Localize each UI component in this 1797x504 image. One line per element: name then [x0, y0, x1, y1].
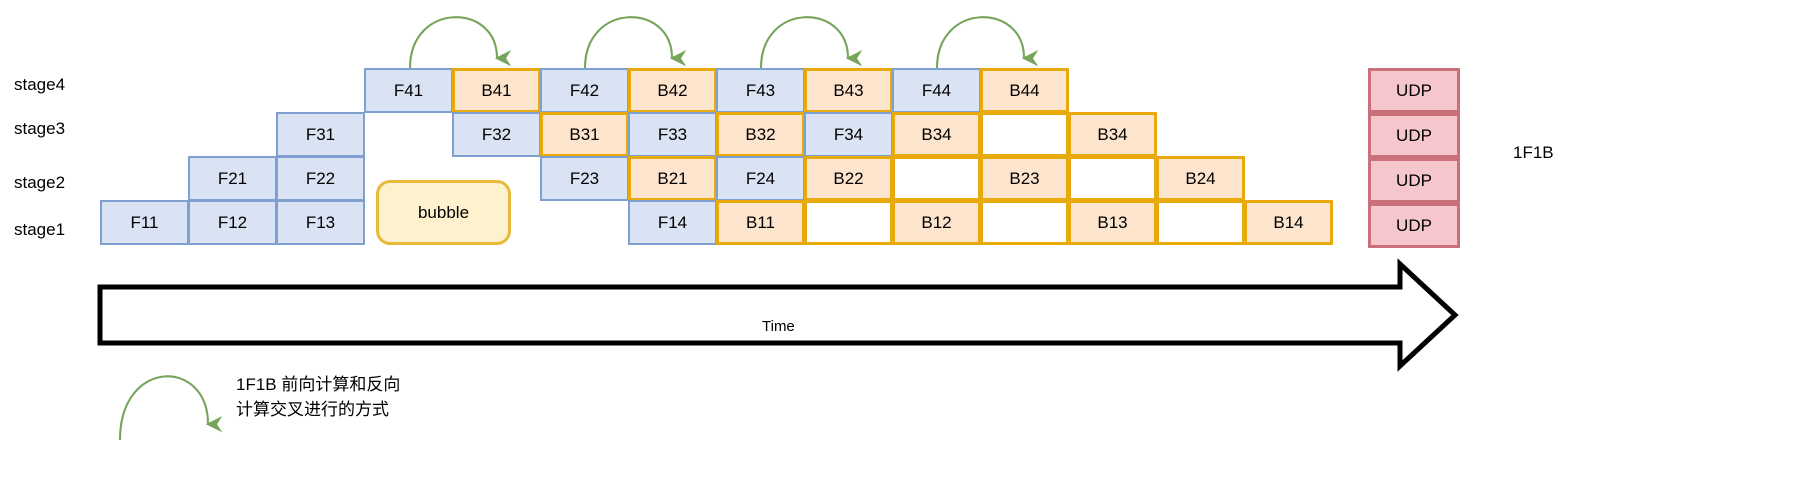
cell-b34-b[interactable]: B34 [1068, 112, 1157, 157]
cell-b12[interactable]: B12 [892, 200, 981, 245]
udp-cell-stage3[interactable]: UDP [1368, 113, 1460, 158]
cell-b23[interactable]: B23 [980, 156, 1069, 201]
cell-b14[interactable]: B14 [1244, 200, 1333, 245]
cell-b32[interactable]: B32 [716, 112, 805, 157]
cell-stage1-idle-2 [980, 200, 1069, 245]
pairing-arc-f43-b43 [759, 16, 863, 69]
cell-b24[interactable]: B24 [1156, 156, 1245, 201]
cell-b42[interactable]: B42 [628, 68, 717, 113]
cell-f12[interactable]: F12 [188, 200, 277, 245]
cell-b44[interactable]: B44 [980, 68, 1069, 113]
time-axis-label: Time [762, 318, 795, 335]
cell-f11[interactable]: F11 [100, 200, 189, 245]
cell-b21[interactable]: B21 [628, 156, 717, 201]
pairing-arrows-group [408, 16, 1039, 69]
cell-stage2-idle-1 [892, 156, 981, 201]
cell-b13[interactable]: B13 [1068, 200, 1157, 245]
cell-b34-a[interactable]: B34 [892, 112, 981, 157]
bubble-box[interactable]: bubble [376, 180, 511, 245]
cell-b41[interactable]: B41 [452, 68, 541, 113]
cell-b22[interactable]: B22 [804, 156, 893, 201]
cell-f31[interactable]: F31 [276, 112, 365, 157]
cell-stage3-idle-1 [980, 112, 1069, 157]
legend-label: 1F1B 前向计算和反向 计算交叉进行的方式 [236, 375, 401, 419]
cell-f42[interactable]: F42 [540, 68, 629, 113]
udp-cell-stage4[interactable]: UDP [1368, 68, 1460, 113]
cell-f23[interactable]: F23 [540, 156, 629, 201]
stage-label-stage4: stage4 [14, 75, 66, 94]
cell-stage2-idle-2 [1068, 156, 1157, 201]
cell-f33[interactable]: F33 [628, 112, 717, 157]
stage-label-stage1: stage1 [14, 220, 66, 239]
time-axis-arrow [97, 258, 1459, 372]
cell-f43[interactable]: F43 [716, 68, 805, 113]
cell-stage1-idle-1 [804, 200, 893, 245]
pairing-arc-f41-b41 [408, 16, 512, 69]
legend-arc [118, 375, 223, 441]
cell-f32[interactable]: F32 [452, 112, 541, 157]
udp-cell-stage1[interactable]: UDP [1368, 203, 1460, 248]
udp-cell-stage2[interactable]: UDP [1368, 158, 1460, 203]
cell-f13[interactable]: F13 [276, 200, 365, 245]
cell-b31[interactable]: B31 [540, 112, 629, 157]
side-label-1f1b: 1F1B [1513, 143, 1554, 162]
stage-label-stage2: stage2 [14, 173, 66, 192]
cell-f24[interactable]: F24 [716, 156, 805, 201]
cell-f14[interactable]: F14 [628, 200, 717, 245]
cell-f22[interactable]: F22 [276, 156, 365, 201]
cell-stage1-idle-3 [1156, 200, 1245, 245]
cell-f41[interactable]: F41 [364, 68, 453, 113]
stage-label-stage3: stage3 [14, 119, 66, 138]
cell-f44[interactable]: F44 [892, 68, 981, 113]
cell-f21[interactable]: F21 [188, 156, 277, 201]
cell-b43[interactable]: B43 [804, 68, 893, 113]
pairing-arc-f42-b42 [583, 16, 687, 69]
pairing-arc-f44-b44 [935, 16, 1039, 69]
cell-b11[interactable]: B11 [716, 200, 805, 245]
cell-f34[interactable]: F34 [804, 112, 893, 157]
